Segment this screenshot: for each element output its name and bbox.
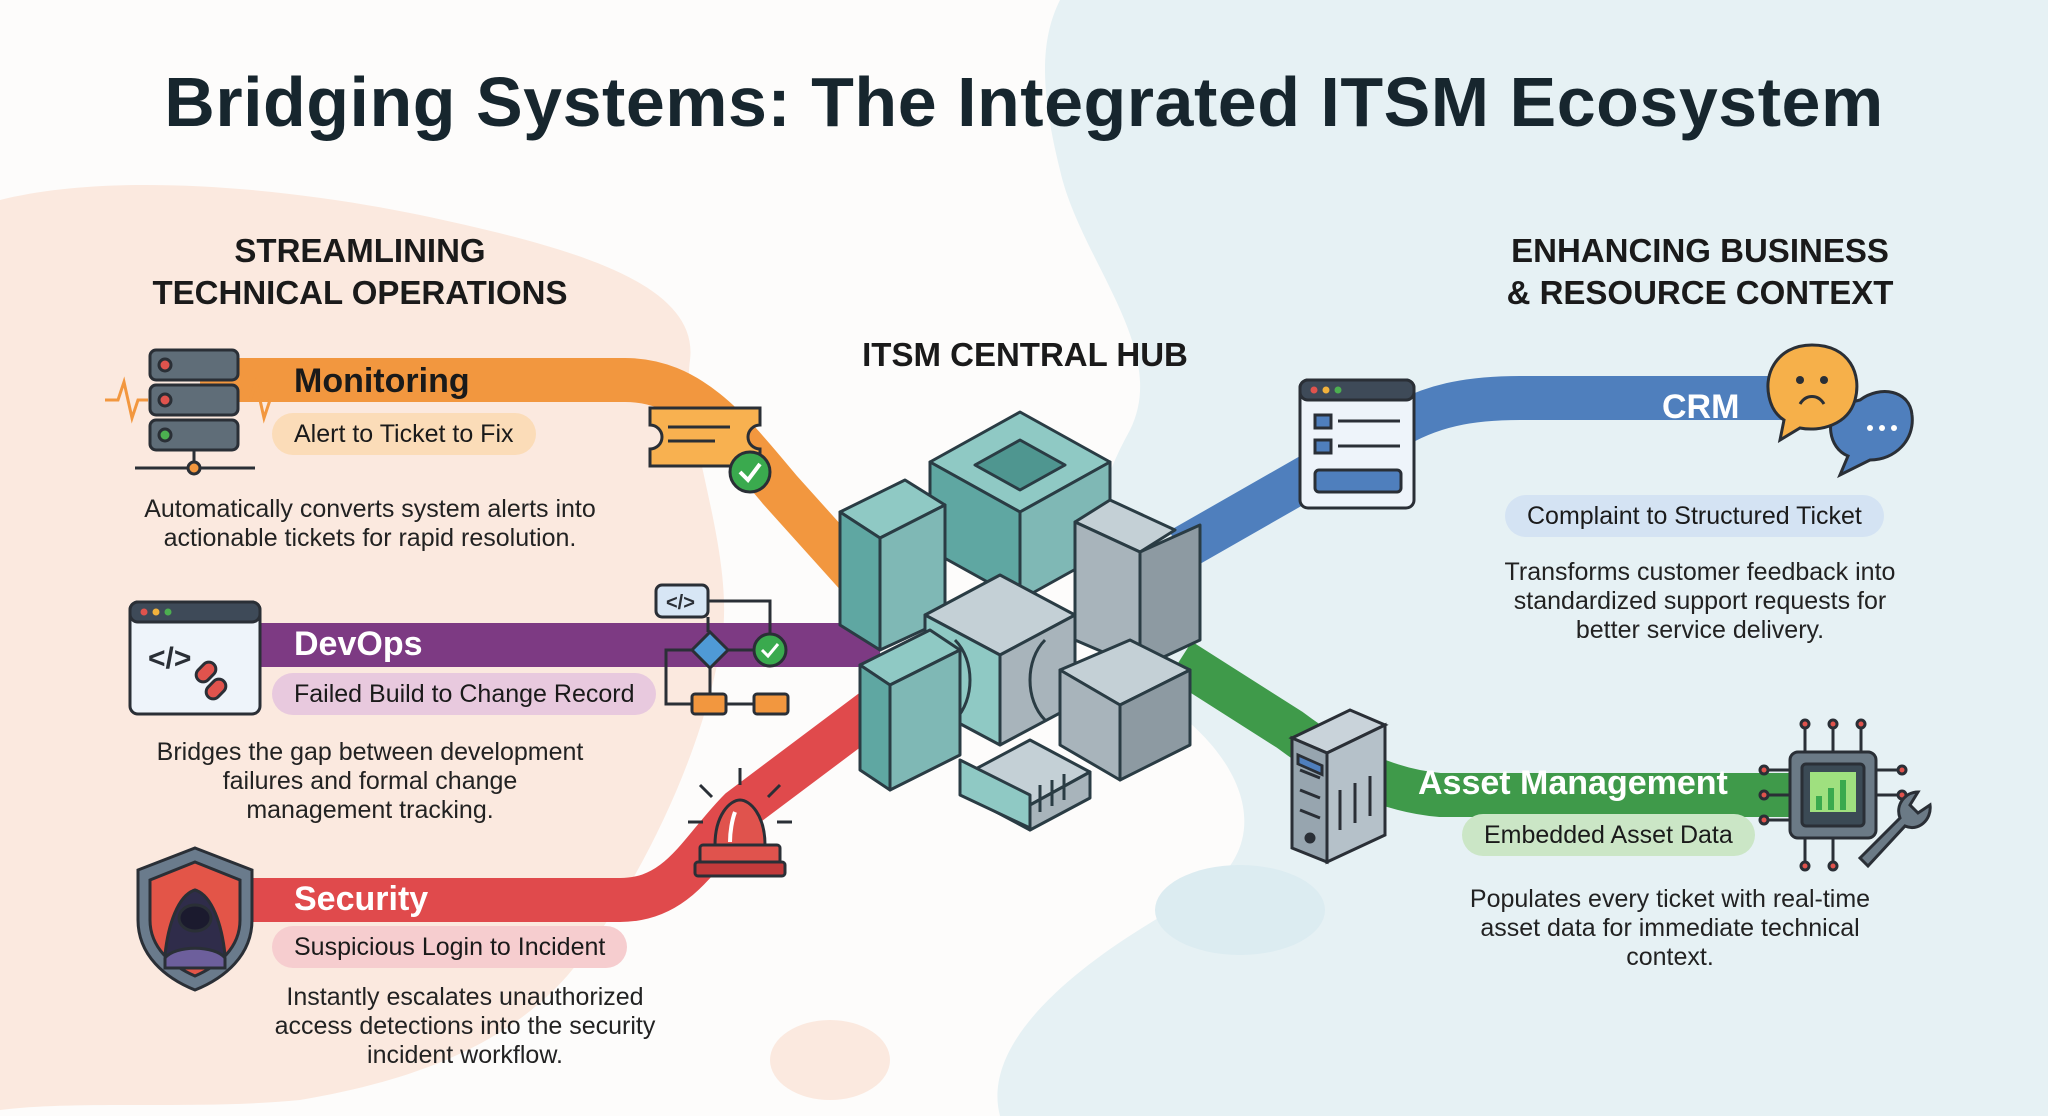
small-blue-blob — [1155, 865, 1325, 955]
crm-desc-line: standardized support requests for — [1513, 587, 1887, 615]
code-window-icon: </> — [128, 600, 262, 716]
security-flow-pill: Suspicious Login to Incident — [272, 926, 628, 968]
monitoring-desc-line: actionable tickets for rapid resolution. — [163, 524, 577, 552]
devops-desc-line: management tracking. — [246, 796, 494, 824]
form-window-icon — [1298, 378, 1416, 510]
chip-wrench-icon — [1758, 718, 1932, 872]
security-desc-line: incident workflow. — [367, 1041, 563, 1069]
tower-server-icon — [1288, 708, 1389, 865]
right-heading-line2: & RESOURCE CONTEXT — [1506, 274, 1894, 311]
small-peach-blob — [770, 1020, 890, 1100]
monitoring-description: Automatically converts system alerts int… — [100, 495, 640, 553]
workflow-diagram-icon: </> — [654, 583, 790, 716]
left-heading-line2: TECHNICAL OPERATIONS — [152, 274, 568, 311]
right-section-heading: ENHANCING BUSINESS & RESOURCE CONTEXT — [1460, 230, 1940, 314]
left-heading-line1: STREAMLINING — [234, 232, 486, 269]
security-desc-line: Instantly escalates unauthorized — [286, 983, 644, 1011]
monitoring-desc-line: Automatically converts system alerts int… — [144, 495, 596, 523]
devops-desc-line: failures and formal change — [222, 767, 518, 795]
svg-text:</>: </> — [148, 642, 191, 675]
security-desc-line: access detections into the security — [274, 1012, 656, 1040]
asset-description: Populates every ticket with real-time as… — [1440, 885, 1900, 972]
asset-desc-line: context. — [1626, 943, 1714, 971]
svg-text:</>: </> — [666, 592, 695, 614]
devops-flow-pill: Failed Build to Change Record — [272, 673, 657, 715]
left-section-heading: STREAMLINING TECHNICAL OPERATIONS — [120, 230, 600, 314]
asset-management-title: Asset Management — [1418, 764, 1728, 802]
crm-desc-line: Transforms customer feedback into — [1504, 558, 1896, 586]
interlocked-cube-icon — [838, 410, 1202, 832]
right-background-blob — [997, 0, 2048, 1116]
server-rack-icon — [105, 348, 282, 476]
security-title: Security — [294, 880, 429, 918]
devops-description: Bridges the gap between development fail… — [110, 738, 630, 825]
devops-desc-line: Bridges the gap between development — [156, 738, 584, 766]
crm-description: Transforms customer feedback into standa… — [1470, 558, 1930, 645]
crm-flow-pill: Complaint to Structured Ticket — [1505, 495, 1884, 537]
crm-title: CRM — [1662, 388, 1740, 426]
monitoring-flow-pill: Alert to Ticket to Fix — [272, 413, 536, 455]
ticket-check-icon — [648, 406, 772, 494]
crm-desc-line: better service delivery. — [1575, 616, 1825, 644]
asset-flow-pill: Embedded Asset Data — [1462, 814, 1755, 856]
monitoring-title: Monitoring — [294, 362, 470, 400]
sad-chat-bubble-icon — [1766, 343, 1914, 479]
page-title: Bridging Systems: The Integrated ITSM Ec… — [164, 63, 1884, 141]
devops-title: DevOps — [294, 625, 423, 663]
right-heading-line1: ENHANCING BUSINESS — [1511, 232, 1889, 269]
asset-desc-line: asset data for immediate technical — [1480, 914, 1860, 942]
alarm-siren-icon — [688, 768, 792, 878]
hacker-shield-icon — [136, 846, 254, 992]
security-description: Instantly escalates unauthorized access … — [255, 983, 675, 1070]
hub-label: ITSM CENTRAL HUB — [862, 336, 1188, 373]
asset-desc-line: Populates every ticket with real-time — [1469, 885, 1871, 913]
